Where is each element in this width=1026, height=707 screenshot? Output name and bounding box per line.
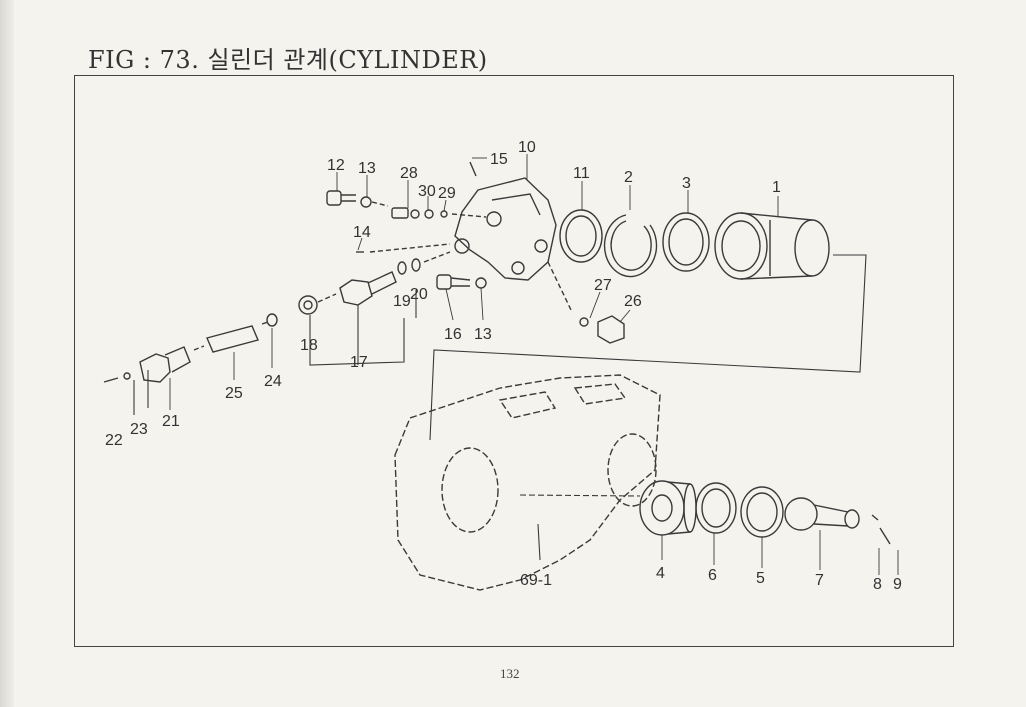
callout-8: 8 (873, 576, 882, 593)
page-binding-edge (0, 0, 14, 707)
callout-7: 7 (815, 572, 824, 589)
callout-9: 9 (893, 576, 902, 593)
callout-3: 3 (682, 175, 691, 192)
callout-10: 10 (518, 139, 536, 156)
callout-13-top: 13 (358, 160, 376, 177)
callout-29: 29 (438, 185, 456, 202)
callout-15: 15 (490, 151, 508, 168)
callout-30: 30 (418, 183, 436, 200)
callout-69-1: 69-1 (520, 572, 552, 589)
diagram-frame (74, 75, 954, 647)
callout-2: 2 (624, 169, 633, 186)
page-number: 132 (500, 666, 520, 681)
callout-1: 1 (772, 179, 781, 196)
callout-25: 25 (225, 385, 243, 402)
callout-14: 14 (353, 224, 371, 241)
callout-21: 21 (162, 413, 180, 430)
small-fasteners (326, 190, 487, 253)
valve-assembly-parts (103, 251, 451, 383)
plug-part-26 (547, 261, 625, 344)
bolt-part-16 (436, 274, 487, 290)
callout-18: 18 (300, 337, 318, 354)
callout-13-bottom: 13 (474, 326, 492, 343)
callout-4: 4 (656, 565, 665, 582)
assembly-lines (133, 254, 867, 561)
callout-6: 6 (708, 567, 717, 584)
crankcase-body-part (394, 374, 661, 591)
leader-lines (169, 154, 899, 575)
callout-19: 19 (393, 293, 411, 310)
callout-labels: 1 2 3 4 5 6 7 8 9 10 11 12 13 13 14 15 1… (105, 139, 902, 593)
piston-rings (559, 209, 710, 278)
cylinder-cover-part (454, 161, 557, 281)
figure-title: FIG : 73. 실린더 관계(CYLINDER) (88, 46, 488, 74)
callout-24: 24 (264, 373, 282, 390)
callout-16: 16 (444, 326, 462, 343)
callout-11: 11 (573, 165, 590, 182)
cylinder-sleeve-part (714, 212, 830, 280)
piston-and-rod-parts (639, 480, 891, 545)
callout-17: 17 (350, 354, 368, 371)
callout-5: 5 (756, 570, 765, 587)
callout-26: 26 (624, 293, 642, 310)
callout-20: 20 (410, 286, 428, 303)
callout-12: 12 (327, 157, 345, 174)
callout-28: 28 (400, 165, 418, 182)
callout-27: 27 (594, 277, 612, 294)
callout-23: 23 (130, 421, 148, 438)
callout-22: 22 (105, 432, 123, 449)
